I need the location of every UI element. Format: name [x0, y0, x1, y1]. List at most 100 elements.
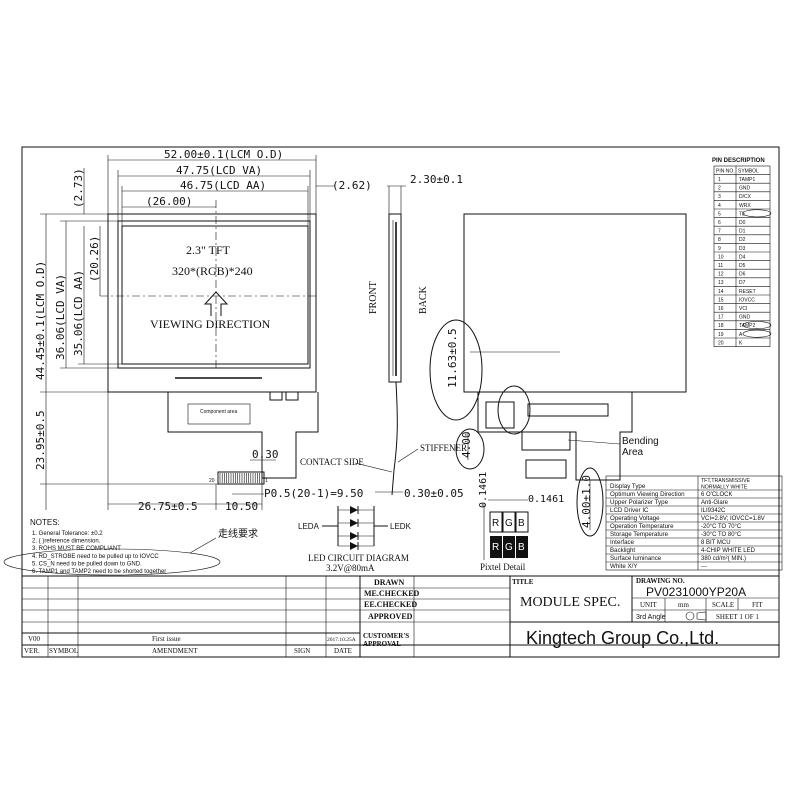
spec-label: Operation Temperature — [610, 523, 674, 530]
note-item: 2. ( )reference dimension. — [32, 539, 101, 545]
pixel-g-2 — [503, 536, 515, 558]
pin-symbol: TE — [739, 211, 746, 217]
pin-header-no: PIN NO. — [716, 168, 735, 174]
pin-symbol: A — [739, 332, 743, 338]
spec-label: Surface luminance — [610, 555, 662, 562]
tb-drawing-no: PV0231000YP20A — [646, 585, 746, 599]
pin-no: 16 — [718, 306, 724, 312]
stiffener-label: STIFFENER — [420, 443, 467, 453]
spec-value: VCI=2.8V; IOVCC=1.8V — [701, 516, 765, 522]
tb-customer-line2: APPROVAL — [363, 640, 401, 648]
pin-highlight-te — [742, 209, 772, 218]
pin-symbol: GND — [739, 315, 751, 321]
back-label: BACK — [418, 285, 429, 314]
side-fpc — [391, 381, 398, 496]
spec-value: TFT,TRANSMISSIVE — [701, 478, 751, 484]
front-label: FRONT — [368, 281, 379, 314]
spec-label: Upper Polarizer Type — [610, 499, 669, 506]
pin-no: 7 — [718, 229, 721, 235]
fpc-pin-marks — [219, 473, 263, 483]
tb-customer-line1: CUSTOMER'S — [363, 632, 409, 640]
dim-1461-b: 0.1461 — [478, 472, 489, 508]
note-item: 1. General Tolerance: ±0.2 — [32, 531, 103, 537]
led-diode-icon — [350, 532, 358, 540]
dim-2395: 23.95±0.5 — [34, 410, 47, 470]
callout-ellipse-2 — [455, 428, 485, 470]
spec-label: Backlight — [610, 547, 635, 554]
dim-4445: 44.45±0.1(LCM O.D) — [34, 261, 47, 380]
pin-symbol: VCI — [739, 306, 747, 312]
tb-h-symbol: SYMBOL — [49, 647, 78, 655]
pin-no: 11 — [718, 263, 723, 269]
pin-no: 20 — [718, 340, 724, 346]
tb-h-date: DATE — [334, 647, 352, 655]
dim-030-05: 0.30±0.05 — [404, 487, 464, 500]
pin-no: 8 — [718, 237, 721, 243]
pin-no: 13 — [718, 280, 724, 286]
tb-title-label: TITLE — [512, 578, 534, 586]
dim-273: (2.73) — [72, 168, 85, 208]
tb-scale-value: FIT — [752, 601, 763, 609]
viewing-direction: VIEWING DIRECTION — [150, 317, 271, 331]
tb-h-ver: VER. — [24, 647, 40, 655]
led-diodes — [338, 506, 374, 550]
dim-3606: 36.06(LCD VA) — [54, 274, 67, 360]
side-outline — [388, 213, 402, 383]
tb-h-sign: SIGN — [294, 647, 310, 655]
pixel-r-label: R — [492, 518, 499, 529]
tb-rev-ver: V00 — [28, 635, 41, 643]
dim-230: 2.30±0.1 — [410, 173, 463, 186]
pixel-detail-label: Pixtel Detail — [480, 562, 526, 572]
spec-label: White X/Y — [610, 563, 638, 570]
dim-400-10: 4.00±1.0 — [580, 475, 593, 528]
led-spec: 3.2V@80mA — [326, 563, 375, 573]
component-area-label: Component area — [200, 409, 237, 415]
pin-no: 10 — [718, 254, 724, 260]
pin-symbol: D1 — [739, 229, 746, 235]
dim-2675: 26.75±0.5 — [138, 500, 198, 513]
contact-side-label: CONTACT SIDE — [300, 457, 364, 467]
pin-no: 4 — [718, 203, 721, 209]
pin-no: 9 — [718, 246, 721, 252]
dim-1461-a: 0.1461 — [528, 494, 564, 505]
pin-symbol: GND — [739, 186, 751, 192]
spec-value: 4-CHIP WHITE LED — [701, 548, 756, 554]
dim-2026: (20.26) — [88, 236, 101, 282]
dim-2600: (26.00) — [146, 195, 192, 208]
pixel-g-label: G — [505, 518, 513, 529]
pin-no: 1 — [718, 177, 721, 183]
pin-symbol: D0 — [739, 220, 746, 226]
dim-1050: 10.50 — [225, 500, 258, 513]
leader-bending — [567, 439, 621, 445]
back-stiffener — [527, 403, 609, 417]
pin-symbol: RESET — [739, 289, 756, 295]
tb-sheet: SHEET 1 OF 1 — [716, 613, 759, 621]
dim-3506: 35.06(LCD AA) — [72, 270, 85, 356]
bending-area — [521, 431, 571, 451]
pin-symbol: K — [739, 340, 743, 346]
bending-label: Bending — [622, 436, 659, 447]
notes-list: 1. General Tolerance: ±0.2 2. ( )referenc… — [32, 531, 166, 575]
back-fpc — [477, 392, 633, 481]
spec-value: Anti-Glare — [701, 500, 729, 506]
spec-value: -30°C TO 80°C — [701, 532, 742, 538]
spec-label: LCD Driver IC — [610, 507, 649, 514]
pin-highlight-tamp2 — [742, 321, 772, 329]
dim-030: 0.30 — [252, 448, 279, 461]
pixel-detail — [483, 499, 529, 560]
back-components — [485, 401, 515, 429]
pixel-b — [515, 511, 529, 533]
pin-symbol: D5 — [739, 263, 746, 269]
spec-value-2: NORMALLY WHITE — [701, 485, 748, 491]
spec-value: -20°C TO 70°C — [701, 524, 742, 530]
tb-scale-label: SCALE — [712, 601, 734, 609]
back-outline — [463, 213, 687, 393]
tb-me-checked: ME.CHECKED — [364, 589, 420, 598]
pin-symbol: WRX — [739, 203, 751, 209]
projection-symbol-icon — [685, 611, 695, 621]
spec-value: --- — [701, 564, 707, 570]
title-block — [22, 575, 779, 657]
pixel-g — [502, 511, 516, 533]
